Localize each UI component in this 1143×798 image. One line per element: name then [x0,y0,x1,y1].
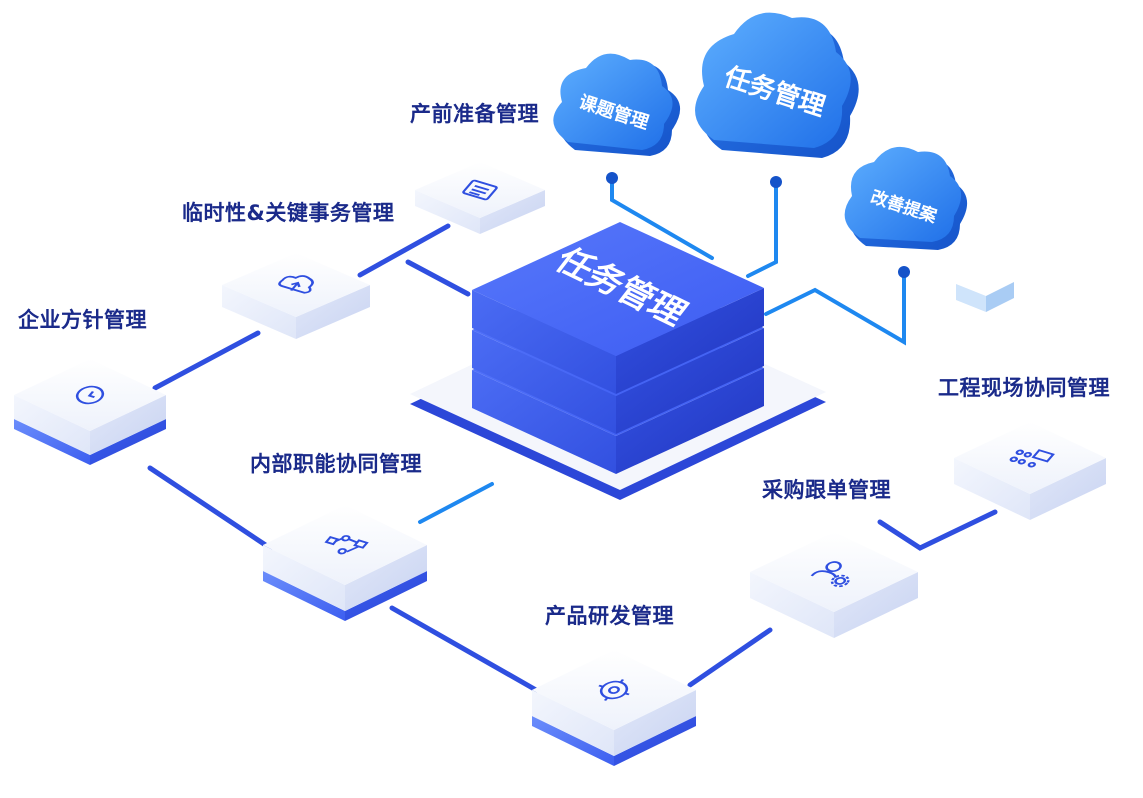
cloud-task: 任务管理 [695,12,859,158]
module-tile [750,532,918,638]
module-tile [222,253,370,339]
connector-line [389,605,539,693]
module-label-internal-collab: 内部职能协同管理 [250,452,422,476]
stack-layer-top [472,222,764,394]
module-label-policy: 企业方针管理 [18,308,147,332]
connector-line [147,465,273,551]
module-label-purchase: 采购跟单管理 [762,478,891,502]
link-dot [770,176,782,188]
module-tile [954,422,1106,520]
target-gear-icon [598,679,630,701]
cloud-link-line [610,176,714,260]
module-tile [263,505,427,621]
module-tiles [14,162,1106,766]
workflow-icon [324,535,369,555]
cloud-suggestion: 改善提案 [844,146,968,250]
user-gear-icon [810,561,850,588]
document-list-icon [462,179,498,201]
connector-line [877,509,998,551]
connector-line [152,330,261,391]
site-team-icon [1009,449,1055,468]
connector-line [357,223,451,278]
module-tile [14,359,166,465]
connector-lines [147,172,998,693]
link-dot [606,172,618,184]
clock-icon [75,385,105,405]
module-label-site-collab: 工程现场协同管理 [938,376,1110,400]
module-label-preproduction: 产前准备管理 [410,102,539,126]
module-tile [532,650,696,766]
link-dot [898,266,910,278]
module-label-urgent-affairs: 临时性&关键事务管理 [182,201,395,225]
connector-line [405,259,471,297]
cloud-link-line [764,270,906,346]
cloud-upload-icon [278,275,314,294]
cloud-topic: 课题管理 [553,53,681,156]
module-tile [415,162,545,234]
connector-line [687,627,773,688]
cloud-link-line [746,180,778,278]
folder-icon [956,282,1014,312]
center-stack: 任务管理 [472,222,764,474]
connector-line [418,482,494,524]
module-label-rnd: 产品研发管理 [545,604,674,628]
